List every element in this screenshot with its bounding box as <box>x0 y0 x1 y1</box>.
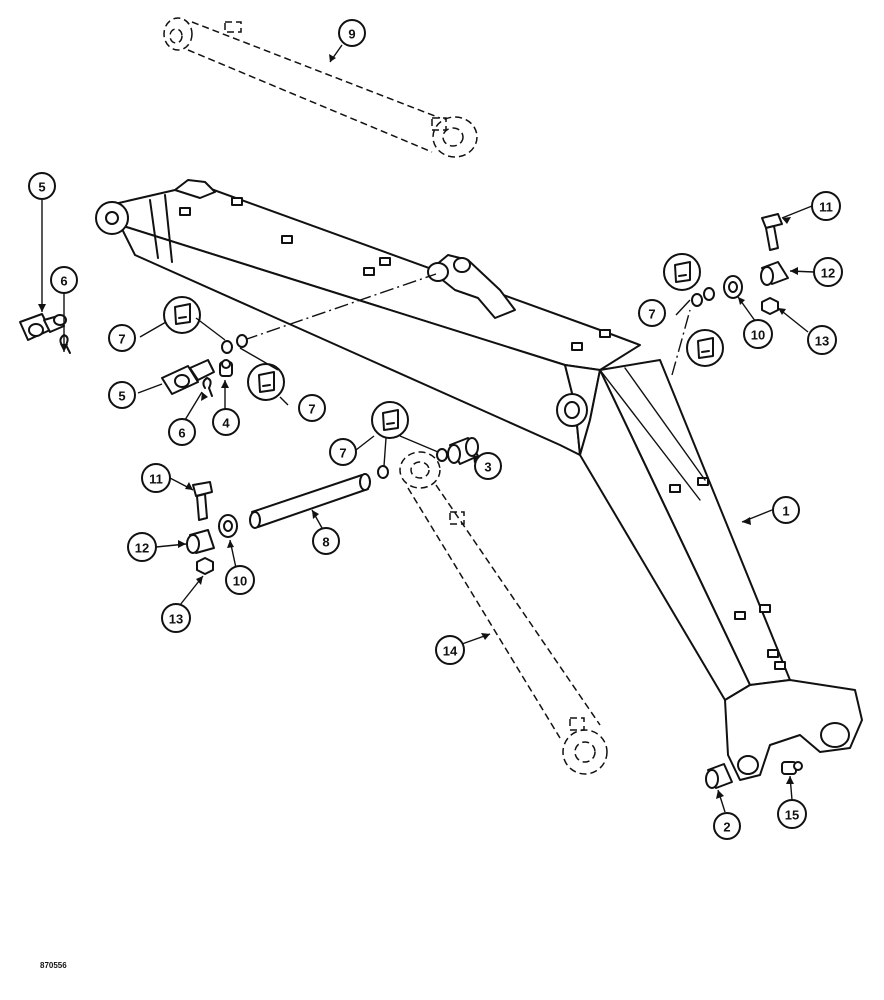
callout-label: 14 <box>443 644 458 659</box>
callout-label: 3 <box>484 460 491 475</box>
callout-6: 6 <box>50 266 78 294</box>
callout-6: 6 <box>168 418 196 446</box>
callout-label: 9 <box>348 27 355 42</box>
callout-10: 10 <box>743 319 773 349</box>
callout-label: 6 <box>60 274 67 289</box>
callout-7: 7 <box>329 438 357 466</box>
capscrew-upper <box>761 213 783 251</box>
callout-label: 11 <box>149 472 163 487</box>
callout-7: 7 <box>108 324 136 352</box>
boom-cylinder-outline <box>163 17 478 158</box>
callout-14: 14 <box>435 635 465 665</box>
boom-body <box>95 179 863 781</box>
o-ring <box>703 287 715 301</box>
pin-with-flange-lower <box>161 359 215 395</box>
pin-axis-line <box>243 273 437 341</box>
washer-upper <box>723 275 743 299</box>
callout-label: 7 <box>118 332 125 347</box>
callout-label: 5 <box>38 180 45 195</box>
callout-label: 7 <box>339 446 346 461</box>
o-ring-detail <box>686 329 724 367</box>
nut-upper <box>761 297 779 315</box>
callout-15: 15 <box>777 799 807 829</box>
callout-4: 4 <box>212 408 240 436</box>
callout-7: 7 <box>638 299 666 327</box>
callout-9: 9 <box>338 19 366 47</box>
callout-5: 5 <box>28 172 56 200</box>
callout-label: 4 <box>222 416 230 431</box>
callout-label: 15 <box>785 808 799 823</box>
callout-label: 6 <box>178 426 185 441</box>
o-ring <box>436 448 448 462</box>
grease-fitting-lower <box>781 761 803 775</box>
callout-5: 5 <box>108 381 136 409</box>
lynch-pin-lower <box>202 377 213 397</box>
washer-lower <box>218 514 238 538</box>
grease-fitting <box>219 359 233 377</box>
o-ring-detail <box>663 253 701 291</box>
callout-13: 13 <box>807 325 837 355</box>
callout-label: 7 <box>648 307 655 322</box>
o-ring <box>377 465 389 479</box>
boom-pin <box>249 473 371 529</box>
catalog-number: 870556 <box>40 961 67 970</box>
nut-lower <box>196 557 214 575</box>
o-ring-detail <box>163 296 201 334</box>
callout-8: 8 <box>312 527 340 555</box>
callout-label: 12 <box>135 541 149 556</box>
bucket-cylinder-outline <box>399 451 608 775</box>
callout-label: 10 <box>233 574 247 589</box>
spacer-lower <box>186 529 215 554</box>
o-ring <box>221 340 233 354</box>
callout-label: 11 <box>819 200 833 215</box>
o-ring-detail <box>371 401 409 439</box>
leader-arrows <box>38 54 798 799</box>
callout-label: 13 <box>169 612 183 627</box>
callout-label: 2 <box>723 820 730 835</box>
o-ring-detail <box>247 363 285 401</box>
callout-label: 8 <box>322 535 329 550</box>
bushing <box>447 437 479 465</box>
callout-3: 3 <box>474 452 502 480</box>
callout-12: 12 <box>127 532 157 562</box>
callout-10: 10 <box>225 565 255 595</box>
callout-1: 1 <box>772 496 800 524</box>
callout-label: 7 <box>308 402 315 417</box>
callout-12: 12 <box>813 257 843 287</box>
callouts: 9 5 6 11 12 13 7 10 <box>28 19 843 840</box>
callout-label: 10 <box>751 328 765 343</box>
callout-label: 13 <box>815 334 829 349</box>
spacer-upper <box>760 261 789 286</box>
callout-2: 2 <box>713 812 741 840</box>
callout-11: 11 <box>811 191 841 221</box>
o-ring <box>236 334 248 348</box>
bushing-lower <box>705 763 733 789</box>
o-ring <box>691 293 703 307</box>
callout-7: 7 <box>298 394 326 422</box>
callout-label: 1 <box>782 504 789 519</box>
callout-label: 12 <box>821 266 835 281</box>
capscrew-lower <box>192 481 213 521</box>
pivot-axis-line <box>671 309 691 376</box>
callout-label: 5 <box>118 389 125 404</box>
leader-lines <box>41 44 815 813</box>
callout-13: 13 <box>161 603 191 633</box>
callout-11: 11 <box>141 463 171 493</box>
pin-with-flange-upper <box>19 313 67 341</box>
